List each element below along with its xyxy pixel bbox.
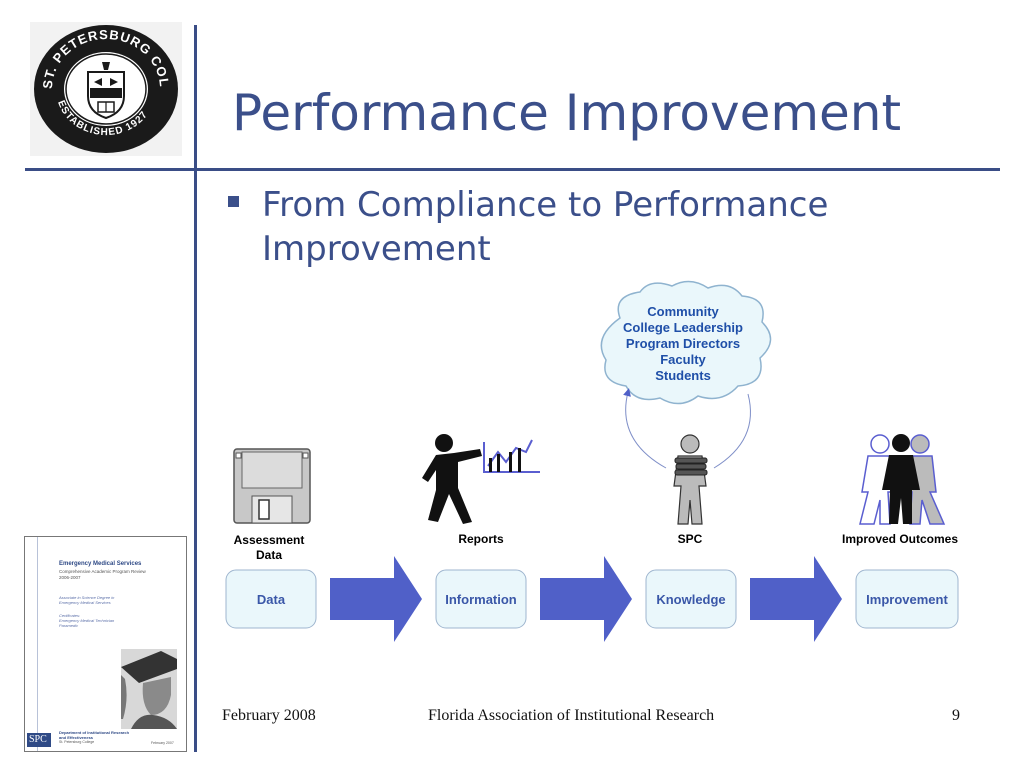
stakeholder-cloud: Community College Leadership Program Dir… bbox=[600, 280, 772, 405]
vertical-rule bbox=[194, 25, 197, 752]
stage-1-label-line-2: Data bbox=[256, 548, 282, 562]
presenter-chart-icon bbox=[422, 434, 540, 524]
stage-2-label: Reports bbox=[458, 532, 504, 546]
person-with-books-icon bbox=[673, 434, 708, 525]
report-cover-thumbnail: Emergency Medical Services Comprehensive… bbox=[24, 536, 187, 752]
footer-organization: Florida Association of Institutional Res… bbox=[428, 707, 715, 724]
stage-1-label-line-1: Assessment bbox=[234, 533, 305, 547]
cover-degree-2: Emergency Medical Services bbox=[59, 600, 111, 605]
floppy-disk-icon bbox=[233, 448, 311, 524]
cover-cert-1: Certificates: bbox=[59, 613, 81, 618]
stage-box-information-label: Information bbox=[445, 592, 517, 607]
cover-degree-1: Associate in Science Degree in bbox=[59, 595, 115, 600]
cover-spc-logo: SPC bbox=[27, 733, 51, 747]
slide-title: Performance Improvement bbox=[232, 84, 902, 142]
stage-4-label: Improved Outcomes bbox=[842, 532, 958, 546]
stage-box-improvement: Improvement bbox=[855, 569, 959, 629]
block-arrow-3 bbox=[750, 556, 842, 642]
cloud-line-2: College Leadership bbox=[623, 320, 743, 335]
cover-spc-logo-text: SPC bbox=[29, 734, 47, 745]
footer-page-number: 9 bbox=[952, 707, 960, 724]
block-arrow-1 bbox=[330, 556, 422, 642]
cloud-line-5: Students bbox=[655, 368, 711, 383]
cover-title: Emergency Medical Services bbox=[59, 561, 142, 567]
cloud-line-4: Faculty bbox=[660, 352, 706, 367]
cover-subtitle-1: Comprehensive Academic Program Review bbox=[59, 569, 146, 574]
block-arrow-2 bbox=[540, 556, 632, 642]
bullet-square-icon bbox=[228, 196, 239, 207]
graduate-photo-icon bbox=[121, 649, 177, 729]
cover-dept-2: and Effectiveness bbox=[59, 735, 94, 740]
cover-subtitle-2: 2006-2007 bbox=[59, 575, 81, 580]
feedback-arrow-down bbox=[713, 393, 751, 469]
stage-box-data: Data bbox=[225, 569, 317, 629]
stage-box-knowledge: Knowledge bbox=[645, 569, 737, 629]
cloud-line-3: Program Directors bbox=[626, 336, 740, 351]
stage-box-improvement-label: Improvement bbox=[866, 592, 948, 607]
cover-cert-3: Paramedic bbox=[59, 623, 79, 628]
people-group-icon bbox=[859, 434, 946, 525]
cover-dept-3: St. Petersburg College bbox=[59, 740, 95, 744]
college-seal-logo: ST. PETERSBURG COLLEGE ESTABLISHED 1927 bbox=[30, 22, 182, 156]
stage-3-label: SPC bbox=[678, 532, 703, 546]
stage-box-knowledge-label: Knowledge bbox=[656, 592, 725, 607]
footer-date: February 2008 bbox=[222, 707, 316, 724]
stage-box-data-label: Data bbox=[257, 592, 286, 607]
cover-dept-1: Department of Institutional Research bbox=[59, 730, 130, 735]
cloud-line-1: Community bbox=[647, 304, 719, 319]
cover-cert-2: Emergency Medical Technician bbox=[59, 618, 115, 623]
stage-box-information: Information bbox=[435, 569, 527, 629]
feedback-arrow-up bbox=[623, 388, 667, 469]
cover-date: February 2007 bbox=[151, 741, 174, 745]
cover-rule bbox=[37, 537, 38, 751]
horizontal-rule bbox=[25, 168, 1000, 171]
bullet-text: From Compliance to Performance Improveme… bbox=[262, 185, 829, 269]
